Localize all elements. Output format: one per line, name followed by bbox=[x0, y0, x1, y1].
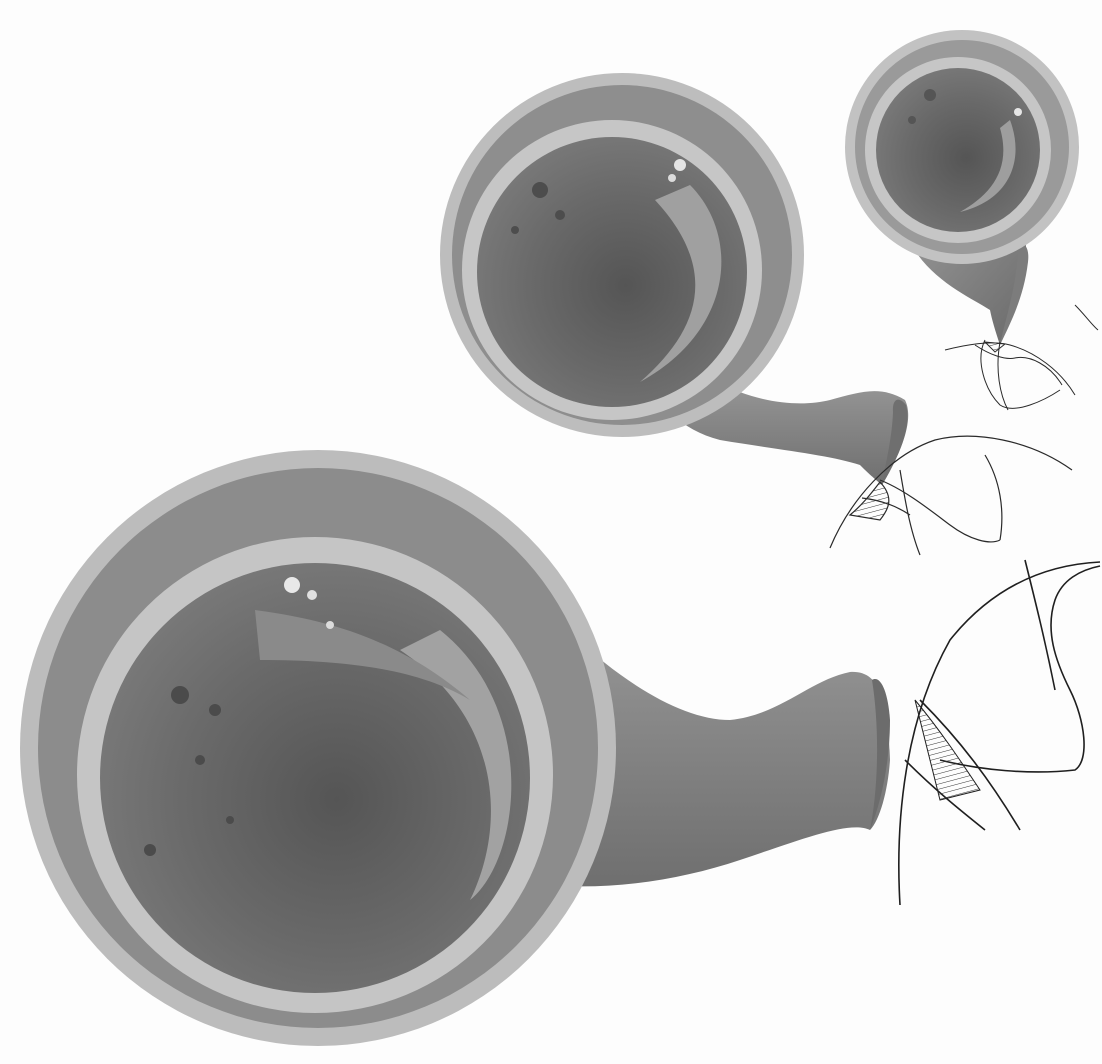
small-wireframe-saddle bbox=[945, 305, 1098, 410]
large-funnel-tube bbox=[20, 450, 890, 1046]
small-funnel-tube bbox=[845, 30, 1079, 345]
medium-funnel-tube bbox=[440, 73, 908, 485]
large-wireframe-saddle bbox=[899, 560, 1100, 905]
